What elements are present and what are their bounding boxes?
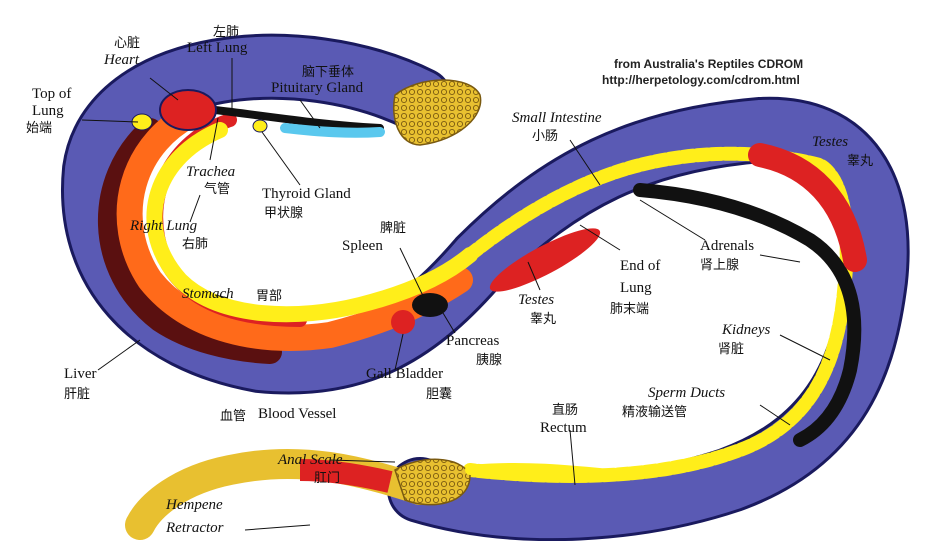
heart xyxy=(159,89,217,131)
label-pancreas-zh: 胰腺 xyxy=(476,353,503,368)
label-kidneys-zh: 肾脏 xyxy=(718,342,745,357)
label-spleen: Spleen xyxy=(342,238,383,254)
source-line-1: from Australia's Reptiles CDROM xyxy=(614,57,804,71)
head xyxy=(393,79,482,146)
label-sperm-ducts-zh: 精液输送管 xyxy=(622,405,688,420)
liver xyxy=(98,118,282,364)
label-retractor: Retractor xyxy=(166,520,224,536)
label-gall-bladder-zh: 胆囊 xyxy=(426,387,453,402)
label-left-lung-zh: 左肺 xyxy=(213,25,240,40)
label-liver-zh: 肝脏 xyxy=(64,387,91,402)
label-sperm-ducts: Sperm Ducts xyxy=(648,385,726,401)
label-liver: Liver xyxy=(64,366,97,382)
orange-band xyxy=(116,97,473,351)
label-pituitary: Pituitary Gland xyxy=(271,80,364,96)
label-kidneys: Kidneys xyxy=(722,322,771,338)
leader-lines xyxy=(81,58,831,531)
label-thyroid-zh: 甲状腺 xyxy=(264,206,304,221)
label-testes-middle-zh: 睾丸 xyxy=(530,312,557,327)
label-top-of-lung-zh: 始端 xyxy=(26,121,53,136)
pituitary-cyan xyxy=(280,123,385,138)
trachea xyxy=(211,106,384,132)
label-anal-scale-zh: 肛门 xyxy=(314,471,341,486)
label-top-of-lung-1: Top of xyxy=(32,86,72,102)
source-line-2: http://herpetology.com/cdrom.html xyxy=(602,73,800,87)
label-end-of-lung-1: End of xyxy=(620,258,661,274)
label-end-of-lung-zh: 肺末端 xyxy=(610,302,650,317)
label-rectum-zh: 直肠 xyxy=(552,403,579,418)
testes-upper xyxy=(748,143,867,272)
label-trachea-zh: 气管 xyxy=(204,182,231,197)
label-anal-scale: Anal Scale xyxy=(278,452,343,468)
rectum xyxy=(465,462,625,480)
label-rectum: Rectum xyxy=(540,420,587,436)
label-stomach-zh: 胃部 xyxy=(256,289,283,304)
label-testes-upper: Testes xyxy=(812,134,849,150)
label-adrenals-zh: 肾上腺 xyxy=(700,258,740,273)
label-trachea: Trachea xyxy=(186,164,236,180)
label-left-lung: Left Lung xyxy=(187,40,248,56)
label-heart: Heart xyxy=(104,52,139,68)
kidneys xyxy=(633,183,862,447)
label-pancreas: Pancreas xyxy=(446,333,500,349)
label-top-of-lung-2: Lung xyxy=(32,103,64,119)
label-small-intestine-zh: 小肠 xyxy=(532,129,559,144)
hempene-retractor xyxy=(299,459,393,493)
label-pituitary-zh: 脑下垂体 xyxy=(302,65,355,80)
label-blood-vessel: Blood Vessel xyxy=(258,406,337,422)
thyroid xyxy=(252,119,268,133)
label-heart-zh: 心脏 xyxy=(114,36,141,51)
label-gall-bladder: Gall Bladder xyxy=(366,366,444,382)
label-adrenals: Adrenals xyxy=(700,238,755,254)
gall-bladder xyxy=(391,310,415,334)
label-blood-vessel-zh: 血管 xyxy=(220,409,247,424)
label-small-intestine: Small Intestine xyxy=(512,110,602,126)
label-right-lung-zh: 右肺 xyxy=(182,237,209,252)
spleen xyxy=(412,293,448,317)
label-stomach: Stomach xyxy=(182,286,234,302)
label-right-lung: Right Lung xyxy=(130,218,198,234)
label-testes-upper-zh: 睾丸 xyxy=(847,154,874,169)
testes-middle xyxy=(489,228,601,292)
anal-scale xyxy=(394,458,471,506)
stomach xyxy=(146,122,478,323)
label-testes-middle: Testes xyxy=(518,292,555,308)
label-hempene: Hempene xyxy=(166,497,223,513)
label-spleen-zh: 脾脏 xyxy=(380,221,407,236)
label-end-of-lung-2: Lung xyxy=(620,280,652,296)
label-thyroid: Thyroid Gland xyxy=(262,186,351,202)
